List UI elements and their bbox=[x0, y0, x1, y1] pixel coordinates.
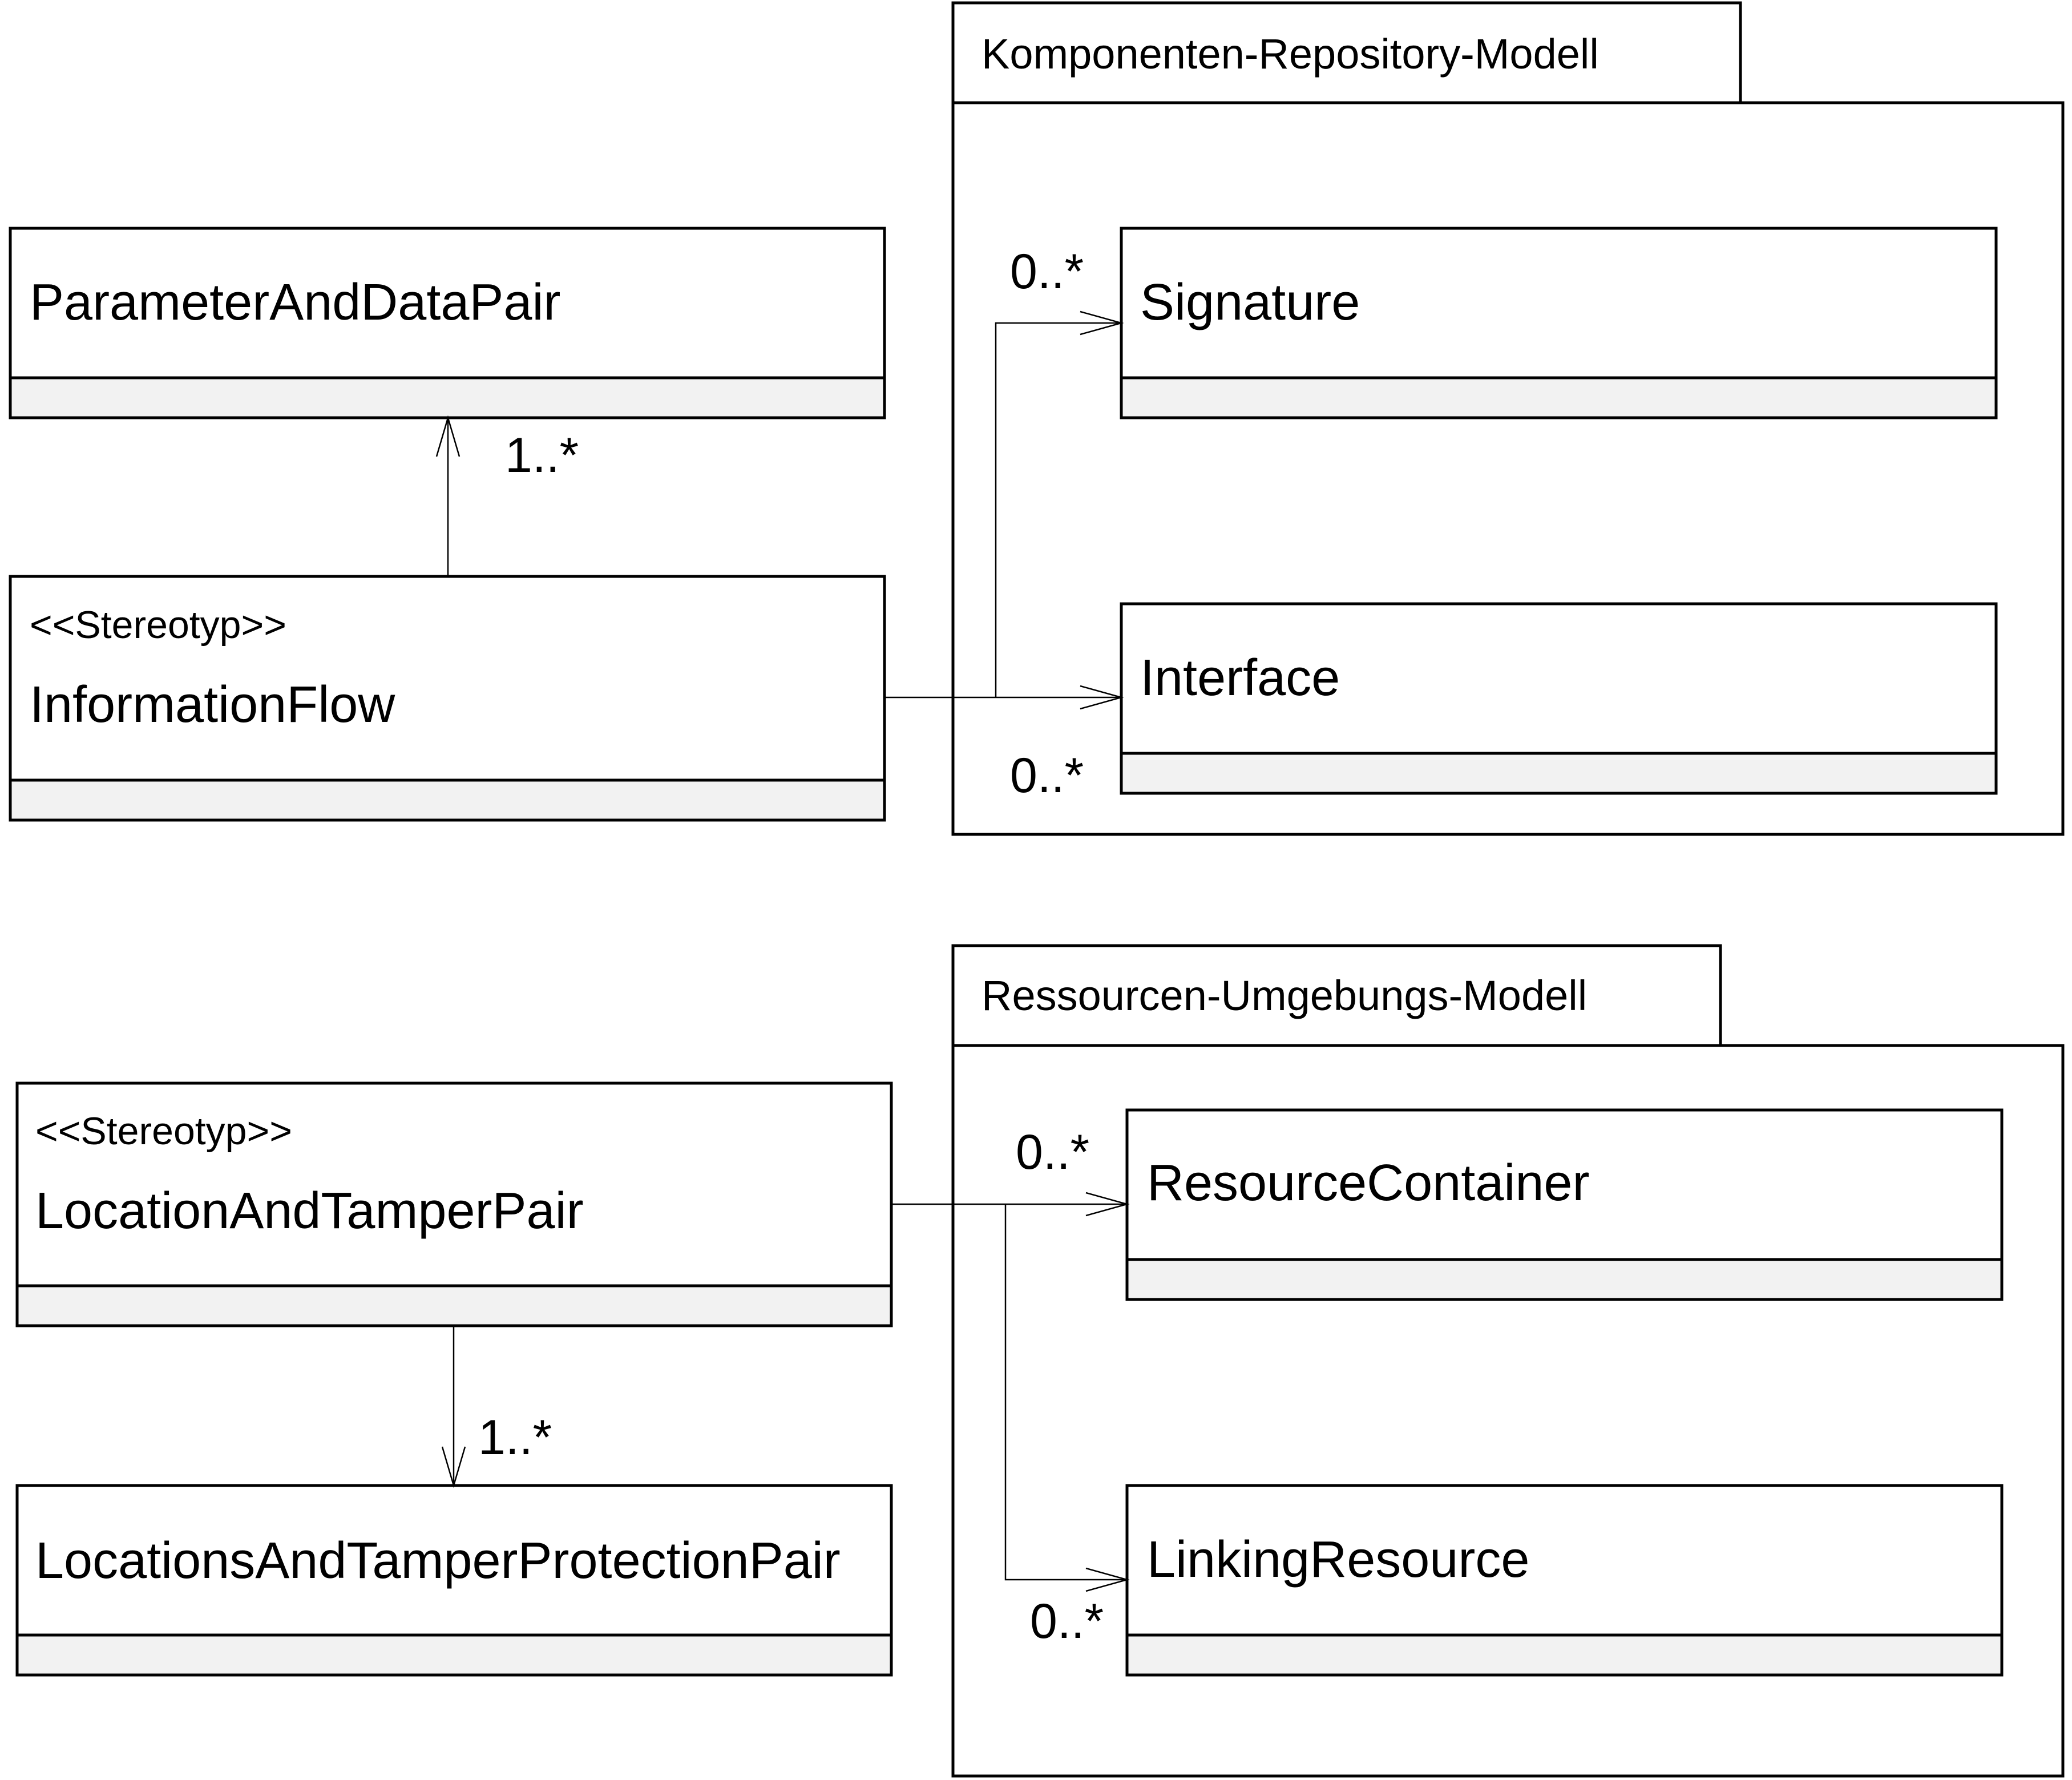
class-attribute-compartment bbox=[1120, 376, 1998, 419]
class-attribute-compartment bbox=[9, 778, 886, 822]
multiplicity-label: 0..* bbox=[1016, 1125, 1089, 1180]
multiplicity-label: 0..* bbox=[1010, 244, 1084, 299]
arrowhead bbox=[1085, 1192, 1130, 1217]
class-attribute-compartment bbox=[1125, 1633, 2004, 1677]
class-name-compartment bbox=[9, 227, 886, 380]
class-resource-container[interactable]: ResourceContainer bbox=[1125, 1108, 2004, 1301]
class-name: LocationAndTamperPair bbox=[35, 1182, 584, 1240]
arrowhead bbox=[1080, 310, 1124, 336]
multiplicity-label: 0..* bbox=[1030, 1594, 1104, 1649]
association-information-flow-to-parameter-and-data-pair[interactable]: 1..* bbox=[435, 415, 579, 576]
arrowhead bbox=[1080, 685, 1124, 710]
association-information-flow-to-interface[interactable]: 0..* bbox=[884, 685, 1124, 803]
association-line bbox=[1004, 1204, 1127, 1581]
class-name-compartment bbox=[15, 1484, 893, 1637]
multiplicity-label: 0..* bbox=[1010, 748, 1084, 803]
class-name: InformationFlow bbox=[30, 676, 395, 733]
package-tab bbox=[951, 944, 1722, 1047]
class-name: ParameterAndDataPair bbox=[30, 274, 560, 331]
association-location-and-tamper-pair-to-locations-and-tamper-protection-pair[interactable]: 1..* bbox=[441, 1326, 552, 1488]
association-information-flow-to-signature[interactable]: 0..* bbox=[995, 244, 1124, 697]
association-location-and-tamper-pair-to-resource-container[interactable]: 0..* bbox=[891, 1125, 1130, 1217]
class-parameter-and-data-pair[interactable]: ParameterAndDataPair bbox=[9, 227, 886, 419]
class-name: ResourceContainer bbox=[1147, 1155, 1589, 1212]
class-name: LocationsAndTamperProtectionPair bbox=[35, 1532, 841, 1589]
arrowhead bbox=[435, 415, 461, 457]
multiplicity-label: 1..* bbox=[505, 428, 579, 483]
class-attribute-compartment bbox=[9, 376, 886, 419]
class-name-compartment bbox=[1120, 602, 1998, 755]
class-name: Interface bbox=[1140, 649, 1340, 707]
class-name-compartment bbox=[1125, 1108, 2004, 1261]
class-location-and-tamper-pair[interactable]: <<Stereotyp>> LocationAndTamperPair bbox=[15, 1081, 893, 1327]
package-name: Komponenten-Repository-Modell bbox=[982, 30, 1599, 78]
class-name-compartment bbox=[9, 575, 886, 782]
arrowhead bbox=[441, 1446, 466, 1488]
class-locations-and-tamper-protection-pair[interactable]: LocationsAndTamperProtectionPair bbox=[15, 1484, 893, 1677]
multiplicity-label: 1..* bbox=[478, 1410, 552, 1465]
class-stereotype: <<Stereotyp>> bbox=[30, 603, 286, 647]
class-stereotype: <<Stereotyp>> bbox=[35, 1109, 292, 1153]
class-name: Signature bbox=[1140, 274, 1360, 331]
class-information-flow[interactable]: <<Stereotyp>> InformationFlow bbox=[9, 575, 886, 822]
class-interface[interactable]: Interface bbox=[1120, 602, 1998, 795]
class-attribute-compartment bbox=[15, 1284, 893, 1327]
package-tab bbox=[951, 1, 1742, 104]
class-attribute-compartment bbox=[1125, 1258, 2004, 1301]
class-name: LinkingResource bbox=[1147, 1531, 1529, 1588]
class-attribute-compartment bbox=[15, 1633, 893, 1677]
class-name-compartment bbox=[1120, 227, 1998, 380]
class-linking-resource[interactable]: LinkingResource bbox=[1125, 1484, 2004, 1677]
arrowhead bbox=[1085, 1567, 1130, 1592]
package-name: Ressourcen-Umgebungs-Modell bbox=[982, 972, 1587, 1019]
class-attribute-compartment bbox=[1120, 752, 1998, 795]
association-location-and-tamper-pair-to-linking-resource[interactable]: 0..* bbox=[1004, 1204, 1130, 1649]
association-line bbox=[995, 322, 1121, 697]
class-signature[interactable]: Signature bbox=[1120, 227, 1998, 419]
class-name-compartment bbox=[1125, 1484, 2004, 1637]
